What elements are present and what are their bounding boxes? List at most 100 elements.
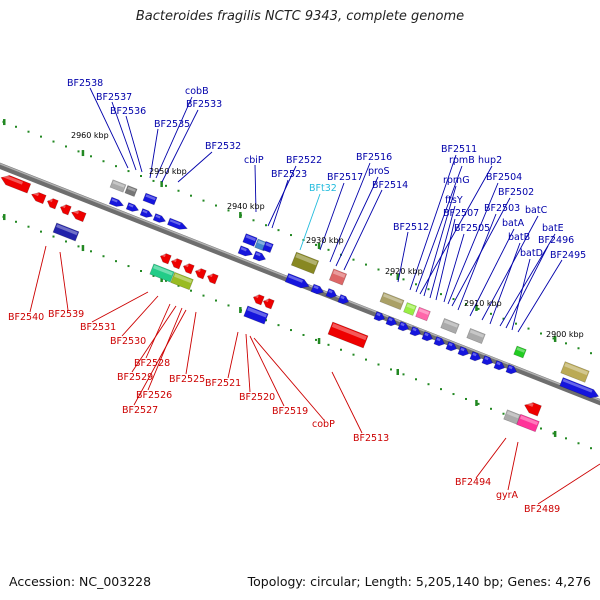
gene-label[interactable]: BF2520 — [239, 392, 275, 403]
gene-arrow[interactable] — [373, 311, 386, 322]
gene-arrow[interactable] — [397, 321, 410, 332]
gene-label[interactable]: BF2531 — [80, 322, 116, 333]
gene-label[interactable]: BF2523 — [271, 169, 307, 180]
gene-label[interactable]: BF2529 — [117, 372, 153, 383]
gene-label[interactable]: BF2496 — [538, 235, 574, 246]
gene-arrow[interactable] — [124, 185, 138, 197]
gene-label[interactable]: BF2502 — [498, 187, 534, 198]
gene-arrow[interactable] — [415, 306, 431, 322]
gene-label[interactable]: BF2519 — [272, 406, 308, 417]
gene-label[interactable]: ftsY — [445, 195, 463, 206]
gene-label[interactable]: BF2525 — [169, 374, 205, 385]
gene-arrow[interactable] — [457, 346, 470, 357]
gene-label[interactable]: BF2514 — [372, 180, 408, 191]
gene-arrow[interactable] — [170, 271, 194, 291]
gene-arrow[interactable] — [433, 336, 446, 347]
gene-label[interactable]: BF2513 — [353, 433, 389, 444]
gene-label[interactable]: cobB — [185, 86, 209, 97]
gene-arrow[interactable] — [125, 202, 140, 214]
gene-arrow[interactable] — [182, 262, 195, 275]
gene-label[interactable]: BF2516 — [356, 152, 392, 163]
gene-arrow[interactable] — [206, 272, 219, 285]
gene-arrow[interactable] — [170, 257, 183, 270]
gene-label[interactable]: batE — [542, 223, 564, 234]
gene-arrow[interactable] — [252, 293, 265, 306]
gene-label[interactable]: batA — [502, 218, 525, 229]
gene-arrow[interactable] — [59, 203, 72, 216]
gene-arrow[interactable] — [149, 263, 175, 283]
gene-arrow[interactable] — [194, 267, 207, 280]
gene-arrow[interactable] — [337, 294, 350, 305]
gene-label[interactable]: batC — [525, 205, 548, 216]
gene-label[interactable]: rpmG — [443, 175, 470, 186]
gene-arrow[interactable] — [328, 268, 348, 286]
gene-arrow[interactable] — [252, 250, 267, 263]
gene-arrow[interactable] — [152, 213, 167, 225]
gene-arrow[interactable] — [403, 302, 417, 316]
gene-label[interactable]: BF2537 — [96, 92, 132, 103]
gene-arrow[interactable] — [237, 245, 254, 259]
gene-arrow[interactable] — [385, 316, 398, 327]
gene-arrow[interactable] — [108, 196, 125, 209]
gene-label[interactable]: BF2536 — [110, 106, 146, 117]
gene-label[interactable]: proS — [368, 166, 390, 177]
gene-label[interactable]: BF2535 — [154, 119, 190, 130]
gene-label[interactable]: batD — [520, 248, 543, 259]
gene-arrow[interactable] — [559, 377, 600, 400]
gene-label[interactable]: BF2517 — [327, 172, 363, 183]
gene-label[interactable]: BF2512 — [393, 222, 429, 233]
gene-arrow[interactable] — [262, 297, 275, 310]
gene-label[interactable]: BF2540 — [8, 312, 44, 323]
gene-arrow[interactable] — [284, 273, 311, 290]
gene-arrow[interactable] — [243, 305, 269, 325]
gene-arrow[interactable] — [30, 190, 47, 205]
gene-arrow[interactable] — [503, 409, 521, 425]
gene-arrow[interactable] — [325, 288, 338, 299]
gene-label[interactable]: cobP — [312, 419, 335, 430]
gene-arrow[interactable] — [159, 252, 172, 265]
gene-arrow[interactable] — [409, 326, 422, 337]
gene-arrow[interactable] — [290, 251, 320, 275]
gene-label[interactable]: BF2533 — [186, 99, 222, 110]
gene-label[interactable]: batB — [508, 232, 530, 243]
gene-arrow[interactable] — [481, 355, 494, 366]
gene-arrow[interactable] — [262, 240, 274, 254]
gene-arrow[interactable] — [142, 192, 158, 206]
gene-arrow[interactable] — [469, 351, 482, 362]
gene-arrow[interactable] — [0, 173, 32, 194]
gene-label[interactable]: BF2528 — [134, 358, 170, 369]
gene-label[interactable]: BF2532 — [205, 141, 241, 152]
gene-arrow[interactable] — [440, 318, 460, 334]
gene-arrow[interactable] — [513, 345, 527, 359]
gene-label[interactable]: cbiP — [244, 155, 264, 166]
gene-arrow[interactable] — [445, 341, 458, 352]
gene-label[interactable]: BF2507 — [443, 208, 479, 219]
gene-label[interactable]: BF2538 — [67, 78, 103, 89]
gene-arrow[interactable] — [379, 291, 405, 311]
gene-arrow[interactable] — [52, 222, 80, 242]
gene-arrow[interactable] — [242, 233, 258, 247]
gene-label[interactable]: BFt32 — [309, 183, 337, 194]
gene-label[interactable]: BF2489 — [524, 504, 560, 515]
gene-arrow[interactable] — [327, 321, 369, 349]
gene-label[interactable]: BF2526 — [136, 390, 172, 401]
gene-label[interactable]: BF2522 — [286, 155, 322, 166]
gene-label[interactable]: BF2539 — [48, 309, 84, 320]
gene-arrow[interactable] — [139, 208, 154, 220]
gene-label[interactable]: BF2511 — [441, 144, 477, 155]
gene-arrow[interactable] — [167, 217, 188, 232]
gene-label[interactable]: BF2527 — [122, 405, 158, 416]
gene-arrow[interactable] — [466, 328, 486, 344]
gene-arrow[interactable] — [109, 179, 127, 193]
gene-arrow[interactable] — [310, 283, 325, 296]
gene-label[interactable]: rpmB — [449, 155, 475, 166]
gene-arrow[interactable] — [523, 400, 542, 417]
gene-arrow[interactable] — [516, 413, 540, 433]
gene-label[interactable]: BF2495 — [550, 250, 586, 261]
gene-label[interactable]: BF2530 — [110, 336, 146, 347]
gene-label[interactable]: BF2504 — [486, 172, 522, 183]
gene-arrow[interactable] — [560, 361, 590, 383]
gene-arrow[interactable] — [505, 364, 518, 375]
gene-arrow[interactable] — [70, 208, 87, 223]
gene-label[interactable]: BF2505 — [454, 223, 490, 234]
